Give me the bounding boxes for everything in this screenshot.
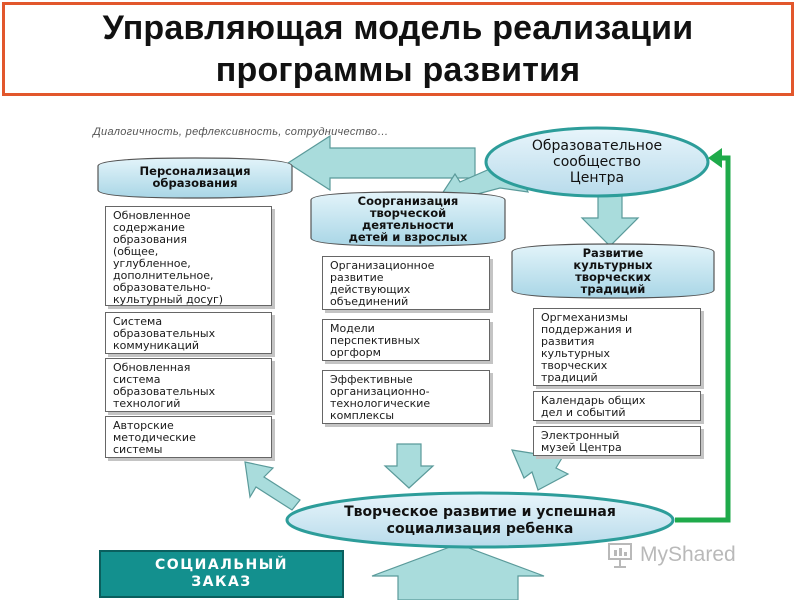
watermark: MyShared — [606, 540, 736, 570]
col3-item-1-line: традиций — [541, 371, 598, 384]
col3-item-3: Электронный музей Центра — [533, 426, 701, 456]
arrow-to-personalization — [286, 134, 476, 192]
col1-item-4-line: системы — [113, 443, 163, 456]
header-traditions-line-1: Развитие — [582, 246, 644, 260]
col1-item-4-line: методические — [113, 431, 196, 444]
col1-item-2: Система образовательных коммуникаций — [105, 312, 272, 354]
header-coorganization-line-1: Соорганизация — [357, 194, 459, 208]
social-order-line-1: СОЦИАЛЬНЫЙ — [155, 557, 288, 573]
col2-item-1-line: Организационное — [330, 259, 435, 272]
col2-item-1: Организационное развитие действующих объ… — [322, 256, 490, 310]
col2-item-2: Модели перспективных оргформ — [322, 319, 490, 361]
header-coorganization-line-4: детей и взрослых — [348, 230, 468, 244]
col2-item-3-line: комплексы — [330, 409, 395, 422]
feedback-arrow-line — [675, 155, 731, 523]
center-oval-line-3: Центра — [569, 170, 625, 186]
header-personalization-line-2: образования — [152, 176, 238, 190]
social-order-line-2: ЗАКАЗ — [191, 574, 252, 590]
arrow-col2-to-result-b — [511, 449, 570, 491]
header-personalization-line-1: Персонализация — [139, 164, 251, 178]
header-traditions-line-3: творческих — [575, 270, 651, 284]
title-line-1: Управляющая модель реализации — [102, 9, 694, 47]
col3-item-1-line: Оргмеханизмы — [541, 311, 628, 324]
col3-item-1-line: творческих — [541, 359, 608, 372]
col1-item-1-line: дополнительное, — [113, 269, 214, 282]
result-oval-line-2: социализация ребенка — [386, 521, 574, 537]
header-cylinder-1 — [97, 157, 293, 199]
col2-item-3-line: организационно- — [330, 385, 430, 398]
header-personalization: Персонализация образования — [98, 162, 292, 192]
col2-item-2-line: перспективных — [330, 334, 421, 347]
col1-item-1-line: (общее, — [113, 245, 159, 258]
slide-title: Управляющая модель реализации программы … — [2, 2, 794, 96]
feedback-arrow-head — [708, 148, 722, 168]
center-oval-label: Образовательное сообщество Центра — [490, 134, 704, 190]
col3-item-1-line: культурных — [541, 347, 610, 360]
title-line-2: программы развития — [215, 51, 581, 89]
col1-item-3-line: Обновленная — [113, 361, 191, 374]
col1-item-2-line: коммуникаций — [113, 339, 199, 352]
header-coorganization-line-2: творческой — [369, 206, 447, 220]
col1-item-1-line: углубленное, — [113, 257, 191, 270]
col1-item-1-line: Обновленное — [113, 209, 191, 222]
col1-item-3-line: система — [113, 373, 161, 386]
header-coorganization-line-3: деятельности — [361, 218, 454, 232]
header-cylinder-2 — [310, 191, 506, 247]
col1-item-1-line: образовательно- — [113, 281, 211, 294]
arrow-col2-to-result-a — [383, 443, 435, 489]
col1-item-1-line: культурный досуг) — [113, 293, 224, 306]
arrow-col1-to-result — [244, 461, 301, 511]
col1-item-1-line: содержание — [113, 221, 185, 234]
header-traditions-line-4: традиций — [580, 282, 646, 296]
col2-item-1-line: развитие — [330, 271, 384, 284]
col1-item-3-line: технологий — [113, 397, 181, 410]
col2-item-1-line: объединений — [330, 295, 409, 308]
col2-item-2-line: Модели — [330, 322, 375, 335]
col1-item-3: Обновленная система образовательных техн… — [105, 358, 272, 412]
watermark-text: MyShared — [640, 543, 736, 566]
result-oval — [285, 491, 675, 549]
col1-item-4-line: Авторские — [113, 419, 174, 432]
col3-item-3-line: музей Центра — [541, 441, 622, 454]
col2-item-2-line: оргформ — [330, 346, 381, 359]
col1-item-3-line: образовательных — [113, 385, 216, 398]
header-coorganization: Соорганизация творческой деятельности де… — [311, 194, 505, 244]
diagram-subtitle: Диалогичность, рефлексивность, сотруднич… — [93, 126, 389, 138]
col3-item-2: Календарь общих дел и событий — [533, 391, 701, 421]
col2-item-3-line: технологические — [330, 397, 431, 410]
arrow-social-to-result — [371, 543, 545, 600]
col1-item-2-line: образовательных — [113, 327, 216, 340]
col3-item-2-line: дел и событий — [541, 406, 626, 419]
col1-item-1: Обновленное содержание образования (обще… — [105, 206, 272, 306]
col3-item-1-line: поддержания и — [541, 323, 633, 336]
col2-item-3-line: Эффективные — [330, 373, 413, 386]
social-order-box: СОЦИАЛЬНЫЙ ЗАКАЗ — [99, 550, 344, 598]
col2-item-1-line: действующих — [330, 283, 411, 296]
header-cylinder-3 — [511, 243, 715, 299]
col2-item-3: Эффективные организационно- технологичес… — [322, 370, 490, 424]
col3-item-1: Оргмеханизмы поддержания и развития куль… — [533, 308, 701, 386]
col3-item-1-line: развития — [541, 335, 595, 348]
col1-item-4: Авторские методические системы — [105, 416, 272, 458]
center-oval-line-2: сообщество — [553, 154, 641, 170]
header-traditions-line-2: культурных — [573, 258, 653, 272]
header-traditions: Развитие культурных творческих традиций — [512, 246, 714, 296]
result-oval-label: Творческое развитие и успешная социализа… — [290, 504, 670, 538]
col1-item-1-line: образования — [113, 233, 187, 246]
presentation-board-icon — [608, 543, 632, 568]
col1-item-2-line: Система — [113, 315, 163, 328]
result-oval-line-1: Творческое развитие и успешная — [344, 504, 616, 520]
col3-item-3-line: Электронный — [541, 429, 620, 442]
center-oval-line-1: Образовательное — [531, 138, 663, 154]
arrow-to-traditions — [580, 189, 640, 247]
center-oval — [484, 126, 710, 198]
col3-item-2-line: Календарь общих — [541, 394, 646, 407]
